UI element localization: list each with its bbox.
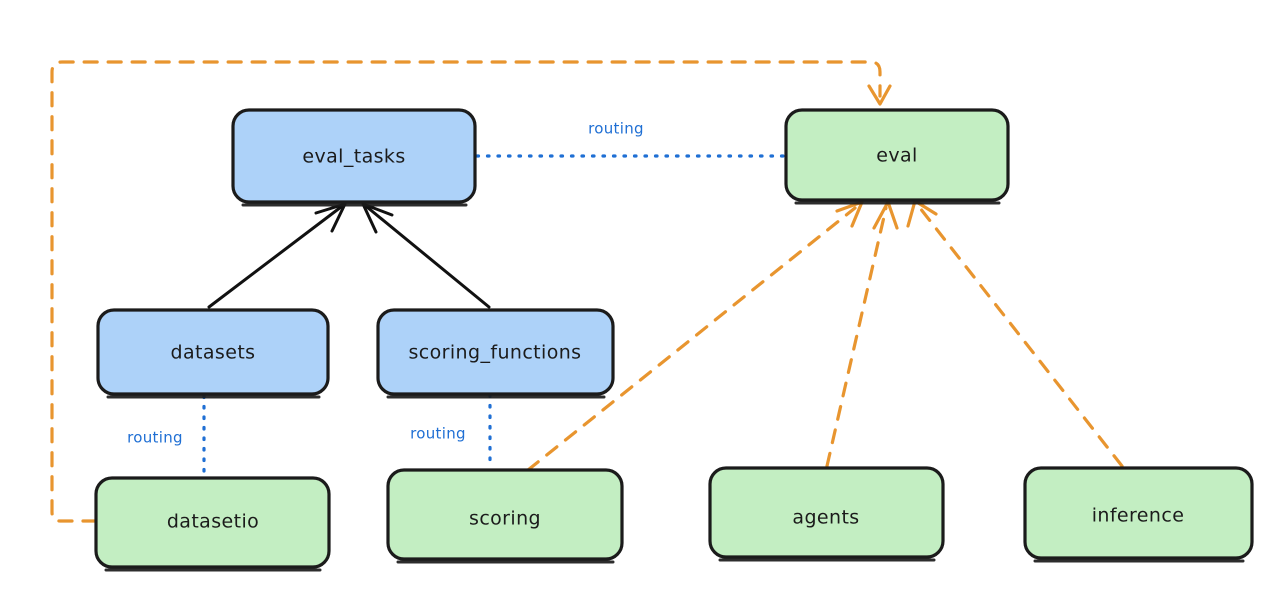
- node-agents-box: [708, 466, 945, 559]
- node-datasets[interactable]: datasets: [96, 308, 330, 399]
- node-agents[interactable]: agents: [708, 466, 945, 562]
- node-datasetio[interactable]: datasetio: [94, 476, 331, 572]
- edge-layer: [50, 60, 1124, 523]
- edge-agents-to-eval[interactable]: [825, 200, 899, 468]
- node-eval[interactable]: eval: [784, 108, 1010, 205]
- node-datasets-label: datasets: [171, 342, 256, 364]
- node-datasetio-label: datasetio: [167, 511, 259, 533]
- node-agents-label: agents: [792, 507, 859, 529]
- edge-label-routing-datasets-datasetio: routing: [127, 429, 183, 447]
- edge-datasetio-to-eval[interactable]: [50, 60, 892, 523]
- node-inference-label: inference: [1092, 505, 1185, 527]
- edge-scoring_functions-to-eval_tasks[interactable]: [361, 202, 491, 309]
- node-inference-box: [1023, 466, 1254, 560]
- node-eval_tasks[interactable]: eval_tasks: [231, 108, 477, 207]
- node-eval_tasks-box: [231, 108, 477, 204]
- node-eval_tasks-label: eval_tasks: [302, 146, 405, 168]
- edge-label-routing-eval_tasks-eval: routing: [588, 120, 644, 138]
- node-scoring_functions-box: [376, 308, 615, 396]
- node-scoring-box: [386, 468, 624, 561]
- node-eval-box: [784, 108, 1010, 202]
- arrowhead-inference-eval: [906, 199, 938, 228]
- edge-label-layer: routing routing routing: [127, 120, 644, 447]
- edge-inference-to-eval[interactable]: [906, 199, 1124, 468]
- edge-label-routing-scoring_functions-scoring: routing: [410, 425, 466, 443]
- node-scoring[interactable]: scoring: [386, 468, 624, 564]
- edge-datasets-to-eval_tasks[interactable]: [207, 202, 347, 309]
- node-inference[interactable]: inference: [1023, 466, 1254, 563]
- node-scoring_functions[interactable]: scoring_functions: [376, 308, 615, 399]
- node-datasets-box: [96, 308, 330, 396]
- node-eval-label: eval: [876, 145, 917, 167]
- arrowhead-agents-eval: [872, 200, 899, 230]
- arrowhead-into-eval-top: [867, 84, 892, 106]
- node-layer: eval_tasks eval datasets scoring_functio…: [94, 108, 1254, 572]
- node-scoring_functions-label: scoring_functions: [409, 342, 582, 364]
- node-scoring-label: scoring: [469, 508, 541, 530]
- node-datasetio-box: [94, 476, 331, 569]
